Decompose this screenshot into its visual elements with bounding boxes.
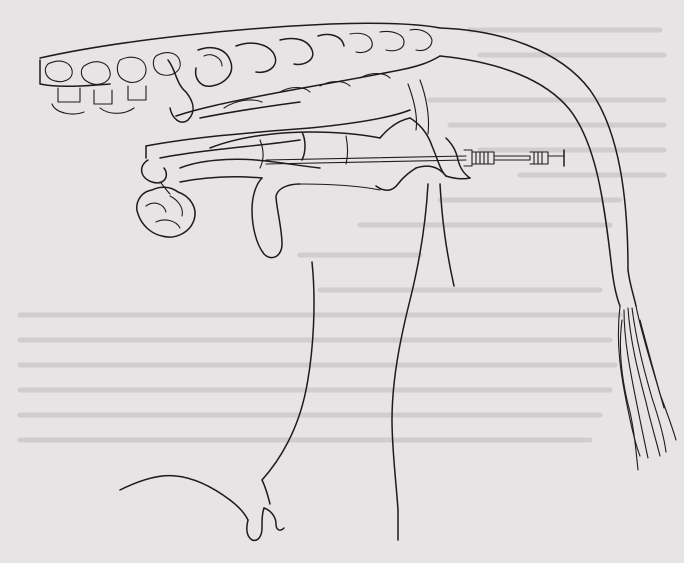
abdomen-outline [120,262,314,500]
tail [440,28,636,306]
vulva [446,138,470,179]
uterine-horn [180,159,380,257]
spine-vertebrae [40,23,440,122]
cervix [210,118,416,190]
bleed-through-text [20,30,664,440]
udder [230,480,284,540]
hind-leg-outline [392,184,454,540]
ovary [137,160,195,237]
tail-switch [618,306,676,470]
